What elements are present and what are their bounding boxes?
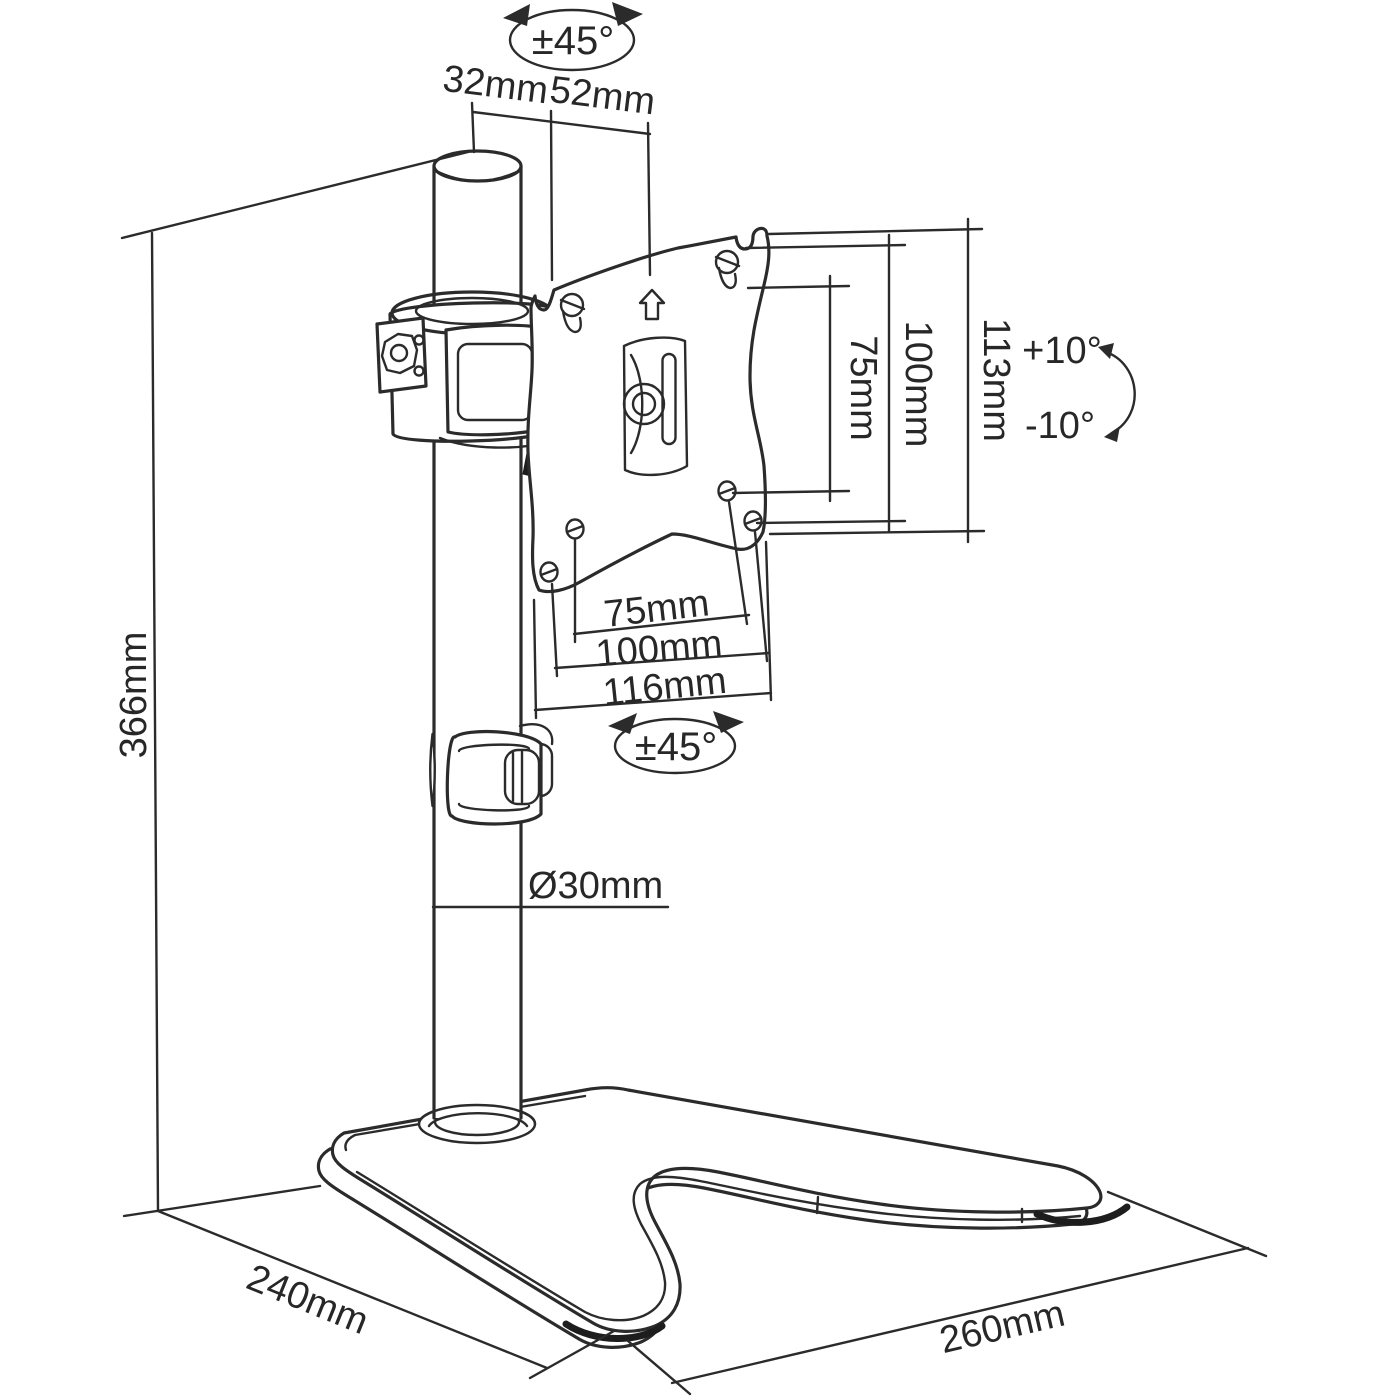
base-rear-lip-line xyxy=(344,1094,587,1152)
hex-bolt xyxy=(380,332,419,375)
pole-cap-rim xyxy=(432,168,523,183)
base-joint-tick-1 xyxy=(815,1195,820,1215)
pole xyxy=(429,149,523,1120)
clip-lip-top xyxy=(457,743,531,753)
clamp-screw-hole-2 xyxy=(413,365,425,377)
stand-height-annotation: 366mm xyxy=(113,150,470,1218)
clamp-inner-rim xyxy=(414,296,530,326)
keyhole-slot-right xyxy=(714,249,740,275)
swivel-top-annotation: ±45° xyxy=(503,2,643,72)
swivel-bottom-arrow-left-icon xyxy=(608,713,637,734)
center-accent-curve xyxy=(629,353,644,455)
right-vertical-dims: 75mm 100mm 113mm xyxy=(731,217,1017,544)
dim-label-52mm: 52mm xyxy=(548,69,658,124)
plate-center-window xyxy=(622,336,689,477)
dim-label-366mm: 366mm xyxy=(113,632,155,759)
pivot-knob-outer xyxy=(622,382,666,426)
pole-diameter-annotation: Ø30mm xyxy=(431,865,670,909)
hex-bolt-hole xyxy=(389,343,409,363)
vesa-plate xyxy=(526,226,771,594)
center-slot xyxy=(661,352,677,446)
dim-label-113mm: 113mm xyxy=(975,318,1017,442)
swivel-bottom-annotation: ±45° xyxy=(608,711,744,775)
keyhole-chord-left xyxy=(559,298,586,311)
keyhole-chord-right xyxy=(714,255,741,268)
dimension-annotations: ±45° 32mm 52mm 75mm 100mm 113mm xyxy=(113,2,1268,1396)
cable-clip xyxy=(445,723,554,826)
dim-label-100mm-vertical: 100mm xyxy=(897,321,939,448)
vesa-plate-outline xyxy=(526,226,771,594)
pivot-knob-inner xyxy=(631,391,657,417)
clip-lip-bottom xyxy=(457,802,531,812)
swivel-top-arrow-left-icon xyxy=(503,4,530,26)
keyhole-tail-left xyxy=(561,309,582,334)
dim-label-tilt-up: +10° xyxy=(1022,330,1102,372)
dim-label-32mm: 32mm xyxy=(441,58,551,113)
tilt-arrow-down-icon xyxy=(1104,426,1120,442)
swivel-bottom-arrow-right-icon xyxy=(713,711,744,733)
dim-label-pole-diameter: Ø30mm xyxy=(528,865,663,907)
base-lip-line xyxy=(355,1170,1082,1322)
up-arrow-icon xyxy=(638,288,666,321)
dim-label-260mm: 260mm xyxy=(936,1293,1069,1362)
base-plate xyxy=(316,1086,1131,1349)
keyhole-slot-left xyxy=(559,292,585,318)
dim-label-240mm: 240mm xyxy=(241,1257,374,1343)
keyhole-tail-right xyxy=(717,266,737,290)
tilt-annotation: +10° -10° xyxy=(1022,330,1136,447)
base-foot-shadow-right xyxy=(1033,1203,1131,1226)
swivel-top-arrow-right-icon xyxy=(612,2,643,26)
clip-hook xyxy=(518,723,554,746)
dim-label-tilt-down: -10° xyxy=(1025,405,1095,447)
clamp-screw-hole-1 xyxy=(413,334,425,346)
dim-label-swivel-top: ±45° xyxy=(532,19,614,63)
pole-slit xyxy=(429,732,436,808)
tilt-arrow-up-icon xyxy=(1098,343,1114,359)
base-foot-shadow-front xyxy=(562,1320,666,1342)
base-grommet-front xyxy=(417,1103,537,1128)
dim-label-75mm-vertical: 75mm xyxy=(842,335,884,441)
vesa-holes xyxy=(539,480,763,583)
dim-label-swivel-bottom: ±45° xyxy=(635,725,717,769)
